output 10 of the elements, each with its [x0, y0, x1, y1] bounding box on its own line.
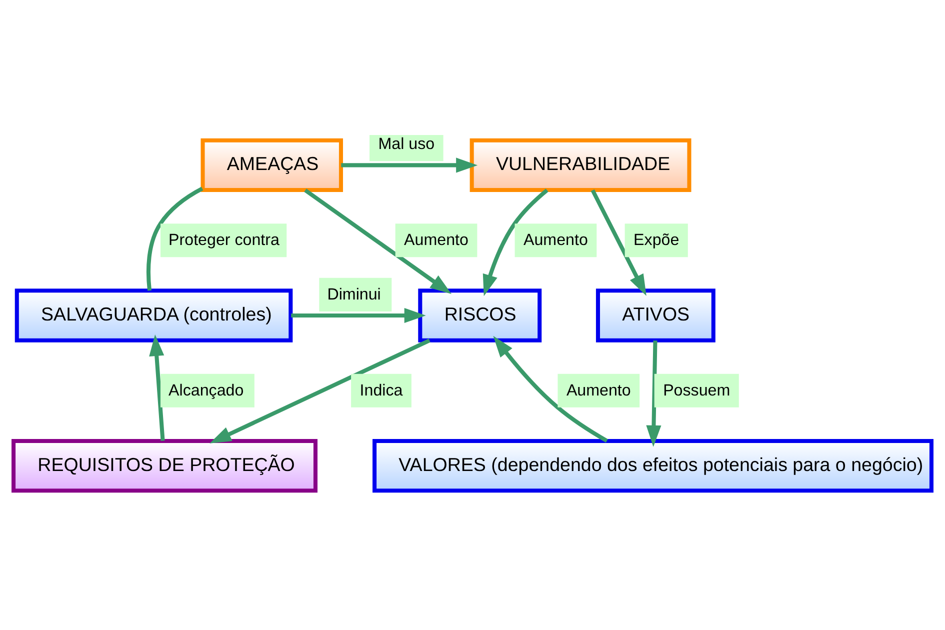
edge-label: Possuem — [663, 380, 730, 399]
edge-label: Aumento — [566, 380, 631, 399]
edge-label: Aumento — [523, 230, 588, 249]
edge-label: Expõe — [634, 230, 680, 249]
edge-label: Indica — [360, 380, 403, 399]
edge-label: Diminui — [327, 285, 381, 304]
edge-label: Mal uso — [378, 134, 435, 153]
edge-label: Aumento — [404, 230, 468, 249]
edge-label: Alcançado — [168, 380, 244, 399]
edge-label: Proteger contra — [168, 230, 280, 249]
